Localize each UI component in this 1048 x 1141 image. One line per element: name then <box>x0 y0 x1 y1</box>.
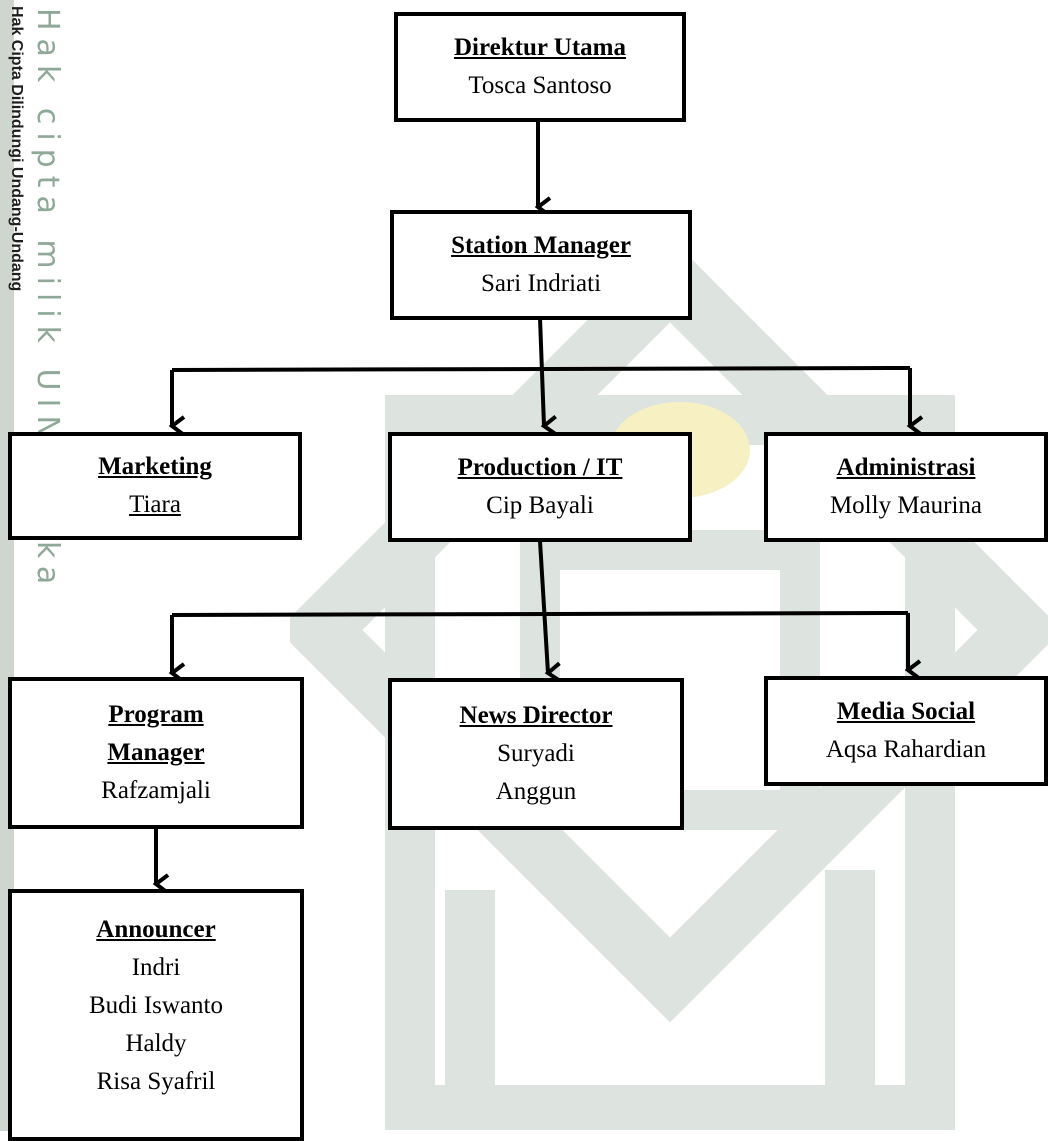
box-person: Tiara <box>129 491 181 518</box>
box-title: Announcer <box>96 916 216 943</box>
box-person: Haldy <box>125 1030 187 1057</box>
box-person: Rafzamjali <box>101 777 211 804</box>
box-person: Aqsa Rahardian <box>825 736 987 763</box>
box-person: Suryadi <box>497 740 575 767</box>
box-title: News Director <box>459 702 613 729</box>
box-title: Station Manager <box>451 232 631 259</box>
box-marketing: Marketing Tiara <box>8 432 302 540</box>
box-title: Production / IT <box>457 454 623 481</box>
box-person: Budi Iswanto <box>88 992 224 1019</box>
box-person: Molly Maurina <box>829 492 983 519</box>
side-caption: Hak Cipta Dilindungi Undang-Undang <box>8 6 25 292</box>
box-title: Media Social <box>836 698 976 725</box>
box-announcer: Announcer Indri Budi Iswanto Haldy Risa … <box>8 889 304 1141</box>
box-person: Sari Indriati <box>480 270 602 297</box>
box-person: Anggun <box>495 778 577 805</box>
box-person: Indri <box>131 954 181 981</box>
box-title: Administrasi <box>836 454 976 481</box>
box-station-manager: Station Manager Sari Indriati <box>390 210 692 320</box>
box-person: Cip Bayali <box>486 492 594 519</box>
box-title: Program <box>108 701 204 728</box>
box-media-social: Media Social Aqsa Rahardian <box>764 676 1048 786</box>
box-person: Tosca Santoso <box>468 72 612 99</box>
box-news-director: News Director Suryadi Anggun <box>388 678 684 830</box>
box-title: Manager <box>107 739 205 766</box>
box-administrasi: Administrasi Molly Maurina <box>764 432 1048 542</box>
box-title: Marketing <box>98 453 212 480</box>
side-strip: Hak Cipta Dilindungi Undang-Undang <box>0 0 25 1131</box>
box-direktur-utama: Direktur Utama Tosca Santoso <box>394 12 686 122</box>
box-program-manager: Program Manager Rafzamjali <box>8 677 304 829</box>
box-title: Direktur Utama <box>454 34 626 61</box>
box-person: Risa Syafril <box>96 1068 216 1095</box>
box-production-it: Production / IT Cip Bayali <box>388 432 692 542</box>
